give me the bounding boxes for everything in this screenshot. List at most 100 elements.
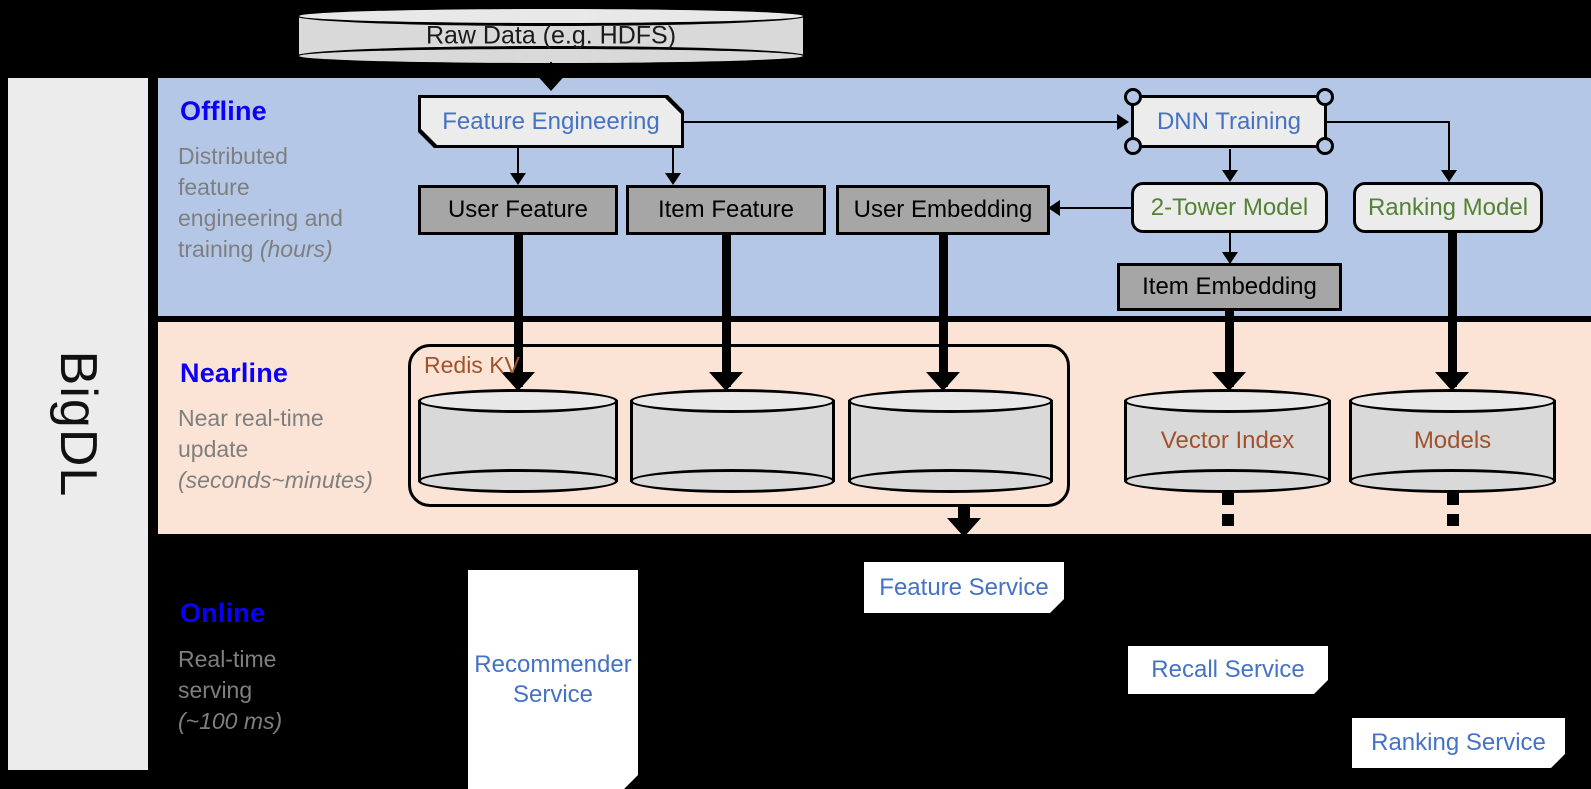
arrowhead-itemembedding-vectorindex bbox=[1212, 372, 1246, 391]
item-embedding-box[interactable]: Item Embedding bbox=[1117, 263, 1342, 311]
cylinder-bottom bbox=[630, 469, 835, 493]
bigdl-label: BigDL bbox=[49, 350, 107, 498]
arrowhead-fe-dnn bbox=[1117, 114, 1129, 130]
recommender-service-line2: Service bbox=[512, 680, 594, 708]
item-feature-label: Item Feature bbox=[657, 196, 795, 223]
online-title: Online bbox=[180, 598, 266, 628]
user-embedding-box[interactable]: User Embedding bbox=[836, 185, 1050, 235]
nearline-sub-l1: Near real-time bbox=[178, 405, 324, 431]
bigdl-sidebar: BigDL bbox=[8, 78, 148, 770]
connector-dnn-ranking-v bbox=[1448, 121, 1450, 177]
feature-service-doc[interactable]: Feature Service bbox=[864, 562, 1064, 613]
dashed-stub-recallservice-b bbox=[1222, 514, 1234, 526]
recommender-service-doc[interactable]: Recommender Service bbox=[468, 570, 638, 789]
redis-kv-container bbox=[408, 344, 1070, 507]
ranking-service-doc[interactable]: Ranking Service bbox=[1352, 718, 1565, 768]
raw-data-label: Raw Data (e.g. HDFS) bbox=[425, 21, 677, 50]
redis-kv-label: Redis KV bbox=[424, 352, 520, 378]
user-feature-store-cylinder[interactable] bbox=[418, 389, 618, 493]
connector-dnn-2tower bbox=[1229, 149, 1231, 177]
models-label: Models bbox=[1413, 427, 1492, 454]
offline-sub-italic: (hours) bbox=[259, 236, 333, 263]
item-embedding-label: Item Embedding bbox=[1142, 273, 1317, 300]
connector-2tower-itemembedding bbox=[1229, 233, 1231, 261]
cylinder-bottom bbox=[848, 469, 1053, 493]
nearline-sub-l2: update bbox=[178, 436, 249, 463]
recommender-service-line1: Recommender bbox=[474, 650, 632, 678]
arrowhead-userembedding-store bbox=[926, 372, 960, 391]
user-embedding-label: User Embedding bbox=[853, 196, 1033, 223]
arrowhead-fe-userfeature bbox=[510, 173, 526, 185]
arrowhead-dnn-ranking bbox=[1441, 170, 1457, 182]
vector-index-cylinder[interactable]: Vector Index bbox=[1124, 389, 1331, 493]
user-embedding-store-cylinder[interactable] bbox=[848, 389, 1053, 493]
arrowhead-itemfeature-store bbox=[709, 372, 743, 391]
offline-subtitle: Distributed feature engineering and trai… bbox=[178, 141, 393, 265]
connector-fe-dnn bbox=[684, 121, 1119, 123]
flow-itemembedding-vectorindex bbox=[1225, 311, 1234, 387]
flow-userfeature-store bbox=[514, 235, 523, 387]
models-cylinder[interactable]: Models bbox=[1349, 389, 1556, 493]
online-sub-l2: serving bbox=[178, 677, 253, 704]
online-sub-italic: (~100 ms) bbox=[178, 708, 283, 735]
arrowhead-userfeature-store bbox=[501, 372, 535, 391]
nearline-subtitle: Near real-time update (seconds~minutes) bbox=[178, 403, 408, 496]
notch-icon bbox=[1316, 137, 1334, 155]
ranking-model-box[interactable]: Ranking Model bbox=[1353, 182, 1543, 233]
dashed-stub-featureservice bbox=[958, 507, 970, 519]
dnn-training-box[interactable]: DNN Training bbox=[1124, 88, 1334, 155]
dashed-stub-rankingservice-b bbox=[1447, 514, 1459, 526]
flow-rankingmodel-models bbox=[1448, 233, 1457, 387]
arrowhead-dnn-2tower bbox=[1222, 170, 1238, 182]
item-feature-box[interactable]: Item Feature bbox=[626, 185, 826, 235]
feature-engineering-label: Feature Engineering bbox=[442, 107, 660, 135]
connector-dnn-ranking-h bbox=[1327, 121, 1449, 123]
arrowhead-2tower-userembedding bbox=[1048, 200, 1060, 216]
arrowhead-store-featureservice bbox=[947, 518, 981, 537]
dnn-training-inner: DNN Training bbox=[1131, 95, 1327, 148]
arrowhead-rawdata-fe bbox=[534, 72, 568, 91]
feature-engineering-box[interactable]: Feature Engineering bbox=[421, 98, 681, 145]
nearline-sub-italic: (seconds~minutes) bbox=[178, 467, 373, 494]
offline-title: Offline bbox=[180, 96, 267, 126]
connector-2tower-userembedding bbox=[1058, 207, 1131, 209]
cylinder-bottom bbox=[1349, 469, 1556, 493]
user-feature-label: User Feature bbox=[447, 196, 589, 223]
connector-fe-userfeature bbox=[517, 148, 519, 180]
cylinder-bottom bbox=[1124, 469, 1331, 493]
flow-userembedding-store bbox=[939, 235, 948, 387]
item-feature-store-cylinder[interactable] bbox=[630, 389, 835, 493]
cylinder-top bbox=[630, 389, 835, 413]
arrowhead-rankingmodel-models bbox=[1435, 372, 1469, 391]
cylinder-top bbox=[418, 389, 618, 413]
recall-service-label: Recall Service bbox=[1151, 656, 1305, 683]
ranking-service-label: Ranking Service bbox=[1371, 729, 1546, 756]
vector-index-label: Vector Index bbox=[1160, 427, 1295, 454]
notch-icon bbox=[1316, 88, 1334, 106]
offline-sub-l3: engineering and bbox=[178, 205, 343, 232]
two-tower-model-box[interactable]: 2-Tower Model bbox=[1131, 182, 1328, 233]
dashed-stub-rankingservice-a bbox=[1447, 493, 1459, 505]
cylinder-top bbox=[296, 6, 806, 26]
ranking-model-label: Ranking Model bbox=[1367, 193, 1529, 221]
cylinder-top bbox=[1124, 389, 1331, 413]
online-subtitle: Real-time serving (~100 ms) bbox=[178, 644, 408, 737]
feature-service-label: Feature Service bbox=[879, 573, 1049, 601]
flow-itemfeature-store bbox=[722, 235, 731, 387]
connector-fe-itemfeature bbox=[672, 148, 674, 180]
recall-service-doc[interactable]: Recall Service bbox=[1128, 646, 1328, 694]
user-feature-box[interactable]: User Feature bbox=[418, 185, 618, 235]
arrowhead-fe-itemfeature bbox=[665, 173, 681, 185]
arrowhead-2tower-itemembedding bbox=[1222, 252, 1238, 264]
offline-sub-l1: Distributed bbox=[178, 143, 288, 169]
dashed-stub-recallservice-a bbox=[1222, 493, 1234, 505]
cylinder-top bbox=[848, 389, 1053, 413]
dnn-training-label: DNN Training bbox=[1156, 107, 1302, 135]
offline-sub-l2: feature bbox=[178, 174, 250, 201]
notch-icon bbox=[1124, 137, 1142, 155]
two-tower-model-label: 2-Tower Model bbox=[1150, 193, 1309, 221]
online-sub-l1: Real-time bbox=[178, 646, 277, 672]
raw-data-cylinder: Raw Data (e.g. HDFS) bbox=[296, 6, 806, 66]
cylinder-bottom bbox=[418, 469, 618, 493]
